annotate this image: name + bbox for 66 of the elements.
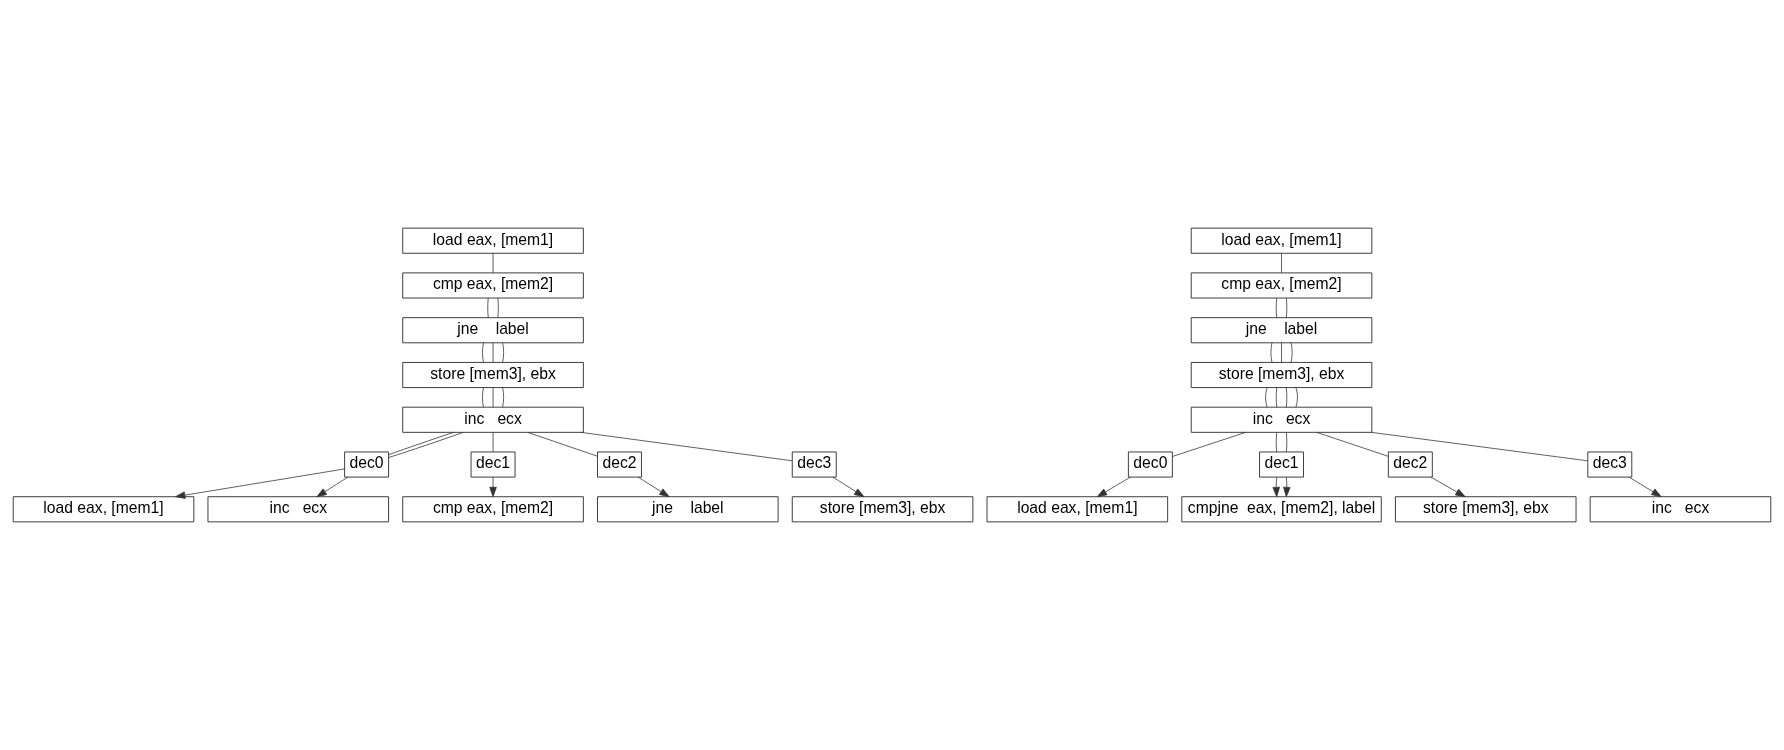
node-box: jne label bbox=[597, 496, 779, 523]
arrow bbox=[637, 476, 670, 498]
arrow bbox=[1272, 476, 1280, 498]
connector bbox=[1265, 387, 1268, 408]
node-box: load eax, [mem1] bbox=[402, 227, 584, 254]
connector bbox=[1285, 431, 1288, 453]
arrow bbox=[175, 468, 345, 499]
connector bbox=[527, 431, 598, 457]
node-box: inc ecx bbox=[207, 496, 390, 523]
node-box: dec1 bbox=[470, 451, 516, 478]
connector bbox=[497, 297, 499, 319]
node-box: jne label bbox=[402, 317, 584, 344]
node-box: store [mem3], ebx bbox=[1190, 361, 1373, 389]
connector bbox=[1172, 431, 1247, 457]
node-box: store [mem3], ebx bbox=[1394, 496, 1577, 523]
node-box: jne label bbox=[1190, 317, 1373, 344]
node-box: inc ecx bbox=[1190, 406, 1373, 433]
arrow bbox=[489, 476, 497, 498]
node-box: dec1 bbox=[1259, 451, 1304, 478]
node-box: dec2 bbox=[597, 451, 642, 478]
connector bbox=[1370, 431, 1588, 462]
node-box: cmp eax, [mem2] bbox=[402, 272, 584, 299]
arrow bbox=[1430, 476, 1466, 498]
arrow bbox=[832, 476, 865, 498]
connector bbox=[1275, 297, 1278, 319]
arrow bbox=[1628, 476, 1662, 498]
connector bbox=[482, 387, 484, 408]
arrow bbox=[316, 476, 349, 498]
node-box: store [mem3], ebx bbox=[402, 361, 584, 389]
connector bbox=[492, 252, 494, 274]
node-box: store [mem3], ebx bbox=[791, 496, 974, 523]
connector bbox=[1275, 387, 1278, 408]
connector bbox=[388, 431, 455, 456]
connector bbox=[1295, 387, 1298, 408]
connector bbox=[1281, 342, 1282, 363]
connector bbox=[1285, 297, 1288, 319]
node-box: cmp eax, [mem2] bbox=[402, 496, 584, 523]
arrow bbox=[1283, 476, 1291, 498]
node-box: dec3 bbox=[791, 451, 837, 478]
node-box: cmp eax, [mem2] bbox=[1190, 272, 1373, 299]
connector bbox=[1285, 387, 1288, 408]
node-box: load eax, [mem1] bbox=[1190, 227, 1373, 254]
connector bbox=[492, 431, 494, 453]
node-box: dec2 bbox=[1387, 451, 1433, 478]
connector bbox=[580, 431, 793, 462]
node-box: load eax, [mem1] bbox=[12, 496, 195, 523]
connector bbox=[492, 342, 494, 363]
node-box: load eax, [mem1] bbox=[986, 496, 1169, 523]
node-box: inc ecx bbox=[402, 406, 584, 433]
node-box: dec0 bbox=[344, 451, 390, 478]
node-box: cmpjne eax, [mem2], label bbox=[1181, 496, 1382, 523]
connector bbox=[1275, 431, 1278, 453]
connector bbox=[482, 342, 484, 363]
node-box: inc ecx bbox=[1589, 496, 1772, 523]
connector bbox=[502, 342, 505, 363]
connector bbox=[492, 387, 494, 408]
node-box: dec3 bbox=[1587, 451, 1633, 478]
connector bbox=[1270, 342, 1273, 363]
connector bbox=[1281, 252, 1282, 274]
node-box: dec0 bbox=[1127, 451, 1173, 478]
connector bbox=[502, 387, 505, 408]
arrow bbox=[1096, 476, 1131, 498]
connector bbox=[1290, 342, 1293, 363]
connector bbox=[1316, 431, 1389, 457]
connector bbox=[487, 297, 489, 319]
connector bbox=[388, 431, 464, 458]
